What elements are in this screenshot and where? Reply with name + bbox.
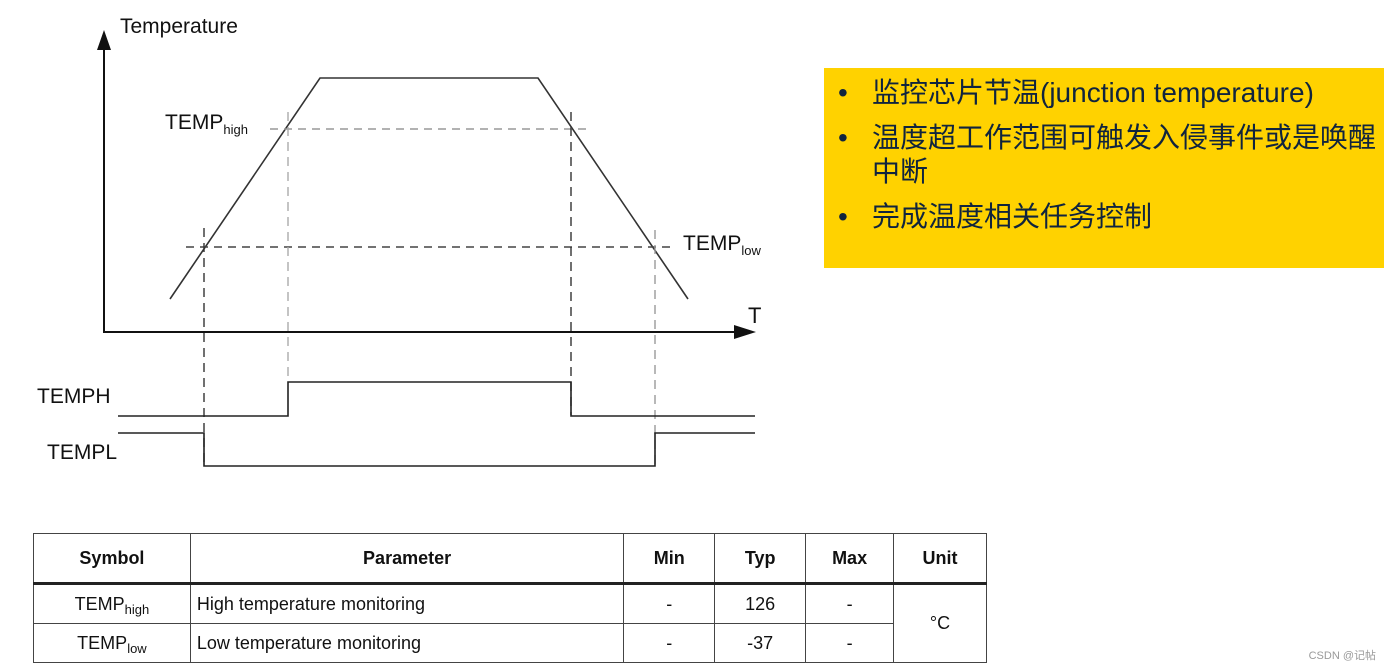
x-axis-label: T xyxy=(748,303,762,328)
temp-low-label-base: TEMP xyxy=(683,232,742,255)
signal-label-templ: TEMPL xyxy=(47,441,118,464)
watermark: CSDN @记帖 xyxy=(1308,650,1376,662)
symbol-sub: high xyxy=(124,601,150,617)
temp-high-label-sub: high xyxy=(223,122,248,137)
bullet-icon: • xyxy=(838,122,848,153)
feature-item-text: 监控芯片节温(junction temperature) xyxy=(872,77,1314,108)
symbol-sub: low xyxy=(127,640,147,656)
temperature-diagram xyxy=(97,30,756,467)
temp-low-label-sub: low xyxy=(741,243,761,258)
header-unit: Unit xyxy=(893,533,987,585)
y-axis-arrow-icon xyxy=(97,30,111,50)
temperature-spec-table: Symbol Parameter Min Typ Max Unit TEMPhi… xyxy=(33,533,987,663)
feature-item-text: 温度超工作范围可触发入侵事件或是唤醒中断 xyxy=(872,122,1377,187)
cell-parameter: High temperature monitoring xyxy=(189,583,625,624)
feature-item: • 完成温度相关任务控制 xyxy=(824,200,1384,234)
temp-low-label: TEMPlow xyxy=(683,232,761,258)
bullet-icon: • xyxy=(838,77,848,108)
table-row: TEMPlow Low temperature monitoring - -37… xyxy=(33,623,987,663)
x-axis-arrow-icon xyxy=(734,325,756,339)
header-parameter: Parameter xyxy=(189,533,625,585)
header-min: Min xyxy=(623,533,716,585)
table-row: TEMPhigh High temperature monitoring - 1… xyxy=(33,583,987,663)
cell-typ: -37 xyxy=(714,623,807,663)
cell-min: - xyxy=(623,583,716,624)
temp-high-label-base: TEMP xyxy=(165,111,224,134)
header-max: Max xyxy=(805,533,895,585)
header-typ: Typ xyxy=(714,533,807,585)
cell-max: - xyxy=(805,583,895,624)
temph-signal xyxy=(118,381,755,417)
feature-list: • 监控芯片节温(junction temperature) • 温度超工作范围… xyxy=(824,68,1384,234)
cell-parameter: Low temperature monitoring xyxy=(189,623,625,663)
feature-callout: • 监控芯片节温(junction temperature) • 温度超工作范围… xyxy=(824,68,1384,268)
cell-typ: 126 xyxy=(714,583,807,624)
feature-item-text: 完成温度相关任务控制 xyxy=(872,201,1153,232)
cell-min: - xyxy=(623,623,716,663)
templ-signal xyxy=(118,432,755,467)
y-axis-label: Temperature xyxy=(120,15,238,38)
cell-symbol: TEMPhigh xyxy=(33,583,191,624)
cell-symbol: TEMPlow xyxy=(33,623,191,663)
bullet-icon: • xyxy=(838,201,848,232)
symbol-base: TEMP xyxy=(77,632,128,653)
temp-high-label: TEMPhigh xyxy=(165,111,248,137)
cell-unit: °C xyxy=(893,583,987,663)
header-symbol: Symbol xyxy=(33,533,191,585)
cell-max: - xyxy=(805,623,895,663)
signal-label-temph: TEMPH xyxy=(37,385,111,408)
feature-item: • 温度超工作范围可触发入侵事件或是唤醒中断 xyxy=(824,121,1384,189)
feature-item: • 监控芯片节温(junction temperature) xyxy=(824,76,1384,110)
temperature-curve xyxy=(169,77,689,300)
symbol-base: TEMP xyxy=(74,593,125,614)
table-header-row: Symbol Parameter Min Typ Max Unit xyxy=(33,533,987,585)
